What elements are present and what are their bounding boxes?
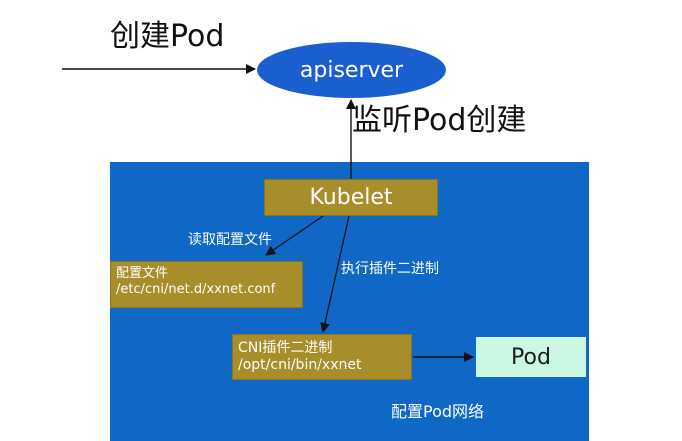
read-config-arrow <box>265 215 324 256</box>
cni-plugin-node: CNI插件二进制 /opt/cni/bin/xxnet <box>232 334 412 380</box>
pod-label: Pod <box>511 344 551 370</box>
kubelet-node: Kubelet <box>264 179 438 216</box>
config-file-title: 配置文件 <box>116 266 169 281</box>
config-file-path: /etc/cni/net.d/xxnet.conf <box>116 282 276 297</box>
read-config-label: 读取配置文件 <box>188 232 272 248</box>
apiserver-node: apiserver <box>257 42 446 98</box>
cni-plugin-title: CNI插件二进制 <box>238 340 333 356</box>
exec-plugin-label: 执行插件二进制 <box>341 261 439 277</box>
exec-plugin-arrow <box>320 215 350 333</box>
apiserver-label: apiserver <box>299 57 404 83</box>
cni-plugin-path: /opt/cni/bin/xxnet <box>238 357 362 373</box>
config-pod-network-label: 配置Pod网络 <box>391 402 485 421</box>
kubelet-label: Kubelet <box>309 185 393 210</box>
watch-pod-create-label: 监听Pod创建 <box>352 103 527 138</box>
config-file-node: 配置文件 /etc/cni/net.d/xxnet.conf <box>110 261 303 308</box>
pod-node: Pod <box>476 337 586 377</box>
create-pod-label: 创建Pod <box>110 19 225 54</box>
